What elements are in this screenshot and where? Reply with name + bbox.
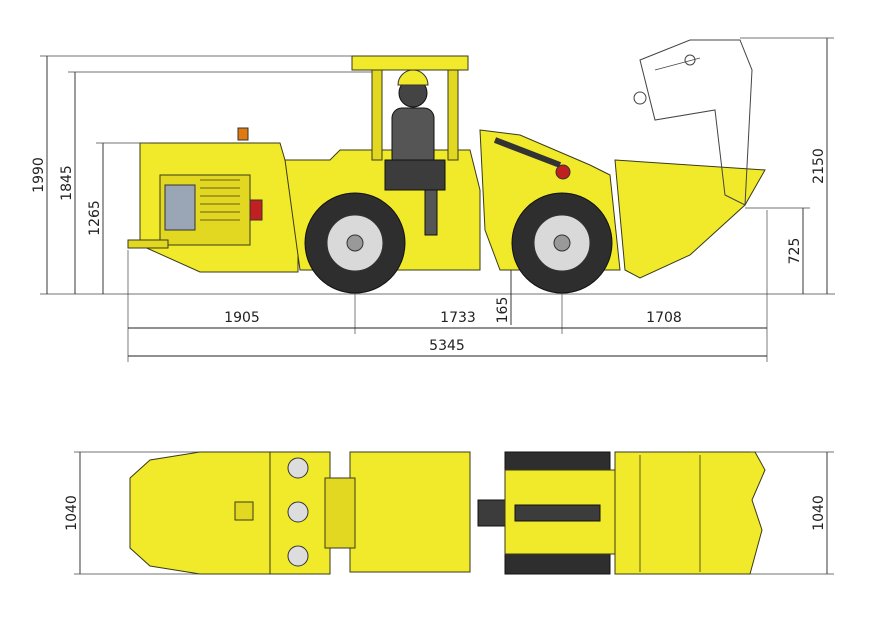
dim-ground-clearance: 165 [495, 270, 512, 325]
dim-1708-label: 1708 [646, 310, 682, 326]
top-hatch [234, 501, 254, 521]
hub-rear-left [287, 457, 309, 479]
top-rear-body [129, 451, 291, 575]
dim-1905-label: 1905 [224, 310, 260, 326]
bucket-lowered [614, 159, 766, 279]
beacon-light [237, 127, 249, 141]
dim-top-width-right: 1040 [750, 451, 834, 575]
side-view: 1990 1845 1265 2150 725 165 [31, 37, 835, 362]
rear-bumper [127, 239, 169, 249]
engine-grille [200, 179, 240, 221]
top-bucket [614, 451, 766, 575]
hub-center [287, 501, 309, 523]
front-tire-right [504, 551, 611, 575]
red-component [249, 199, 263, 221]
top-step [324, 477, 356, 549]
canopy-post-rear [371, 69, 383, 161]
dim-bucket-pivot: 725 [745, 207, 810, 294]
operator-seat [384, 159, 446, 191]
dim-1845-label: 1845 [59, 165, 75, 201]
rear-wheel [304, 192, 406, 294]
dim-1990-label: 1990 [31, 157, 47, 193]
dim-5345-label: 5345 [429, 338, 465, 354]
bucket-raised-outline [633, 39, 753, 206]
canopy-roof [351, 55, 469, 71]
dim-165-label: 165 [495, 297, 511, 324]
hub-rear-right [287, 545, 309, 567]
dim-2150-label: 2150 [811, 148, 827, 184]
top-cylinder [514, 504, 601, 522]
dim-horizontal: 1905 1733 1708 5345 [127, 210, 768, 362]
dim-height-1845: 1845 [59, 71, 372, 294]
top-view: 1040 1040 [64, 451, 834, 575]
dim-height-raised: 2150 [740, 37, 834, 294]
dim-1040-right-label: 1040 [811, 495, 827, 531]
pivot-red [555, 164, 571, 180]
canopy-post-front [447, 69, 459, 161]
dim-top-width-left: 1040 [64, 451, 200, 575]
dim-height-1265: 1265 [87, 142, 150, 294]
dim-1733-label: 1733 [440, 310, 476, 326]
engine-detail [164, 184, 196, 231]
dim-725-label: 725 [787, 238, 803, 265]
dim-overall-height: 1990 [31, 55, 352, 294]
lift-cylinder [493, 137, 562, 168]
dim-1040-left-label: 1040 [64, 495, 80, 531]
top-canopy [349, 451, 471, 573]
front-wheel [511, 192, 613, 294]
dim-1265-label: 1265 [87, 200, 103, 236]
